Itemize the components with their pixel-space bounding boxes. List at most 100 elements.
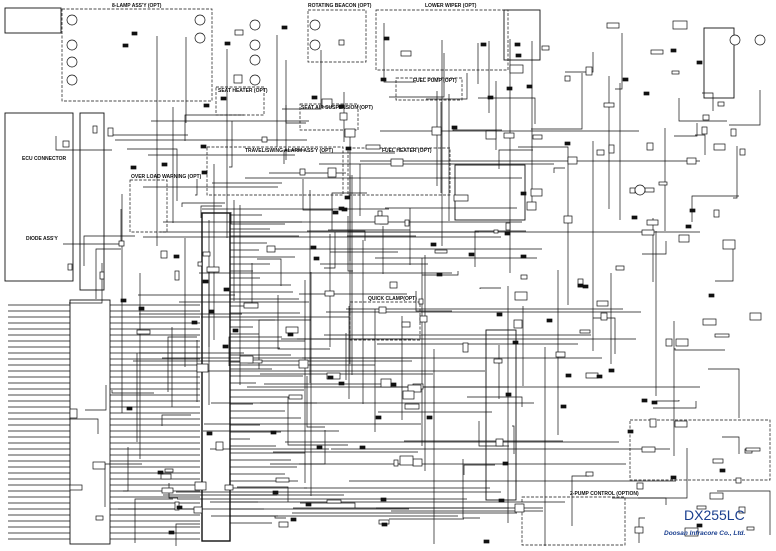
wire <box>331 192 367 230</box>
component <box>585 471 594 477</box>
component <box>299 168 306 176</box>
component <box>641 446 656 453</box>
wire <box>638 448 688 499</box>
component <box>338 39 345 46</box>
component <box>393 459 399 467</box>
lamp-symbol <box>66 74 78 86</box>
component <box>671 70 680 75</box>
wire <box>306 376 325 428</box>
connector-pin <box>310 245 317 250</box>
component <box>164 468 174 473</box>
connector-pin <box>232 328 239 333</box>
wire <box>452 129 502 131</box>
connector-pin <box>582 284 589 289</box>
instrument-panel <box>485 329 517 501</box>
wire <box>85 385 107 411</box>
component <box>606 22 620 29</box>
component <box>194 481 207 491</box>
component <box>62 140 70 148</box>
wiper-section-box <box>375 9 509 71</box>
connector-pin <box>564 141 571 146</box>
lamp-symbol <box>194 32 206 44</box>
connector-pin <box>338 381 345 386</box>
component <box>532 134 543 140</box>
connector-pin <box>608 368 615 373</box>
component <box>696 505 707 510</box>
lamp-symbol <box>66 14 78 26</box>
connector-pin <box>208 309 215 314</box>
component <box>339 112 348 121</box>
component <box>92 125 98 134</box>
wire <box>134 498 173 543</box>
connector-pin <box>130 165 137 170</box>
wire <box>307 230 366 241</box>
wire <box>300 502 356 508</box>
fuel-pump-section-box <box>395 77 463 101</box>
component <box>738 506 746 514</box>
connector-pin <box>498 498 505 503</box>
connector-pin <box>380 497 387 502</box>
beacon-title: ROTATING BEACON (OPT) <box>308 3 372 9</box>
radio-block <box>703 27 735 99</box>
connector-pin <box>685 224 692 229</box>
connector-pin <box>596 374 603 379</box>
connector-pin <box>670 48 677 53</box>
component <box>644 187 655 193</box>
lamp-title: 8-LAMP ASS'Y (OPT) <box>112 3 162 9</box>
connector-pin <box>224 41 231 46</box>
connector-pin <box>526 84 533 89</box>
component <box>493 229 499 234</box>
wire <box>237 486 289 502</box>
component <box>67 263 73 271</box>
seat-air-title: SEAT AIR SUSPENSION (OPT) <box>301 105 373 111</box>
connector-pin <box>430 242 437 247</box>
connector-pin <box>120 298 127 303</box>
component <box>735 477 742 484</box>
wire <box>111 390 154 394</box>
wire <box>302 179 333 211</box>
wire <box>127 148 178 201</box>
travel-alarm-title: TRAVEL/SWING ALARM ASS'Y (OPT) <box>245 148 333 154</box>
component <box>702 114 710 121</box>
component <box>585 372 599 379</box>
wiper-title: LOWER WIPER (OPT) <box>425 3 477 9</box>
wire <box>638 517 645 543</box>
component <box>206 266 220 273</box>
connector-pin <box>327 375 334 380</box>
component <box>730 128 737 137</box>
connector-pin <box>173 254 180 259</box>
component <box>275 477 290 483</box>
connector-pin <box>436 272 443 277</box>
component <box>215 441 224 451</box>
lamp-symbol <box>66 56 78 68</box>
connector-pin <box>451 125 458 130</box>
component <box>615 265 625 271</box>
component <box>712 458 724 464</box>
connector-pin <box>719 468 726 473</box>
connector-pin <box>126 406 133 411</box>
connector-pin <box>560 404 567 409</box>
connector-pin <box>487 95 494 100</box>
wire <box>467 396 523 407</box>
component <box>684 527 699 537</box>
component <box>390 158 404 167</box>
wire <box>69 263 103 304</box>
overload-title: OVER LOAD WARNING (OPT) <box>131 174 202 180</box>
wire <box>702 92 714 111</box>
wire <box>324 232 336 269</box>
component <box>239 355 254 364</box>
wire <box>593 317 616 354</box>
connector-pin <box>161 162 168 167</box>
connector-pin <box>270 430 277 435</box>
connector-pin <box>390 382 397 387</box>
component <box>746 526 755 531</box>
component <box>321 98 333 108</box>
connector-pin <box>313 256 320 261</box>
wire <box>691 195 739 222</box>
component <box>514 503 525 513</box>
component <box>365 144 381 150</box>
connector-pin <box>222 344 229 349</box>
connector-pin <box>287 332 294 337</box>
beacon-section-box <box>307 9 367 63</box>
